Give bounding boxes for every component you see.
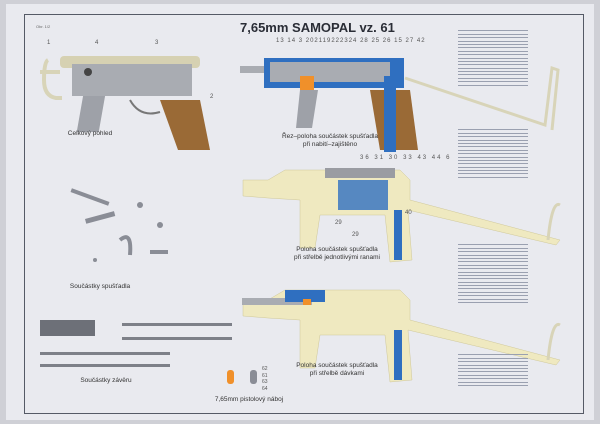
caption-cartridge: 7,65mm pistolový náboj — [214, 396, 284, 403]
poster-frame — [24, 14, 584, 414]
parts-legend-3 — [458, 242, 528, 305]
callout-29b: 29 — [352, 232, 359, 238]
trigger-parts — [70, 188, 168, 262]
callouts-top: 13 14 3 202119222324 28 25 26 15 27 42 — [276, 38, 426, 44]
svg-text:1: 1 — [47, 40, 51, 46]
poster-title: 7,65mm SAMOPAL vz. 61 — [240, 20, 395, 35]
caption-section-loaded: Řez–poloha součástek spušťadla — [281, 133, 379, 140]
callout-40: 40 — [405, 210, 412, 216]
svg-text:3: 3 — [155, 40, 159, 46]
poster-reference: Obr. 1/2 — [36, 24, 51, 29]
cartridge-drawings — [227, 370, 257, 384]
caption-trigger-parts: Součástky spušťadla — [69, 283, 131, 290]
callout-29a: 29 — [335, 220, 342, 226]
parts-legend-2 — [458, 127, 528, 180]
caption-burst-fire-2: při střelbě dávkami — [309, 370, 365, 377]
caption-bolt-parts: Součástky závěru — [80, 377, 132, 384]
caption-overall-view: Celkový pohled — [67, 130, 113, 137]
parts-legend-1 — [458, 28, 528, 88]
caption-single-fire: Poloha součástek spušťadla — [296, 246, 378, 253]
parts-legend-4 — [458, 352, 528, 388]
single-fire-gun — [242, 168, 561, 263]
overall-view-gun — [40, 56, 210, 150]
callouts-single-fire: 36 31 30 33 43 44 6 — [360, 155, 452, 161]
section-view-gun — [240, 58, 560, 152]
caption-single-fire-2: při střelbě jednotlivými ranami — [294, 254, 380, 261]
svg-text:2: 2 — [210, 94, 214, 100]
caption-section-loaded-2: při nabití–zajištěno — [302, 141, 358, 148]
burst-fire-gun — [242, 289, 561, 383]
bolt-parts — [40, 320, 232, 367]
caption-burst-fire: Poloha součástek spušťadla — [296, 362, 378, 369]
svg-text:4: 4 — [95, 40, 99, 46]
